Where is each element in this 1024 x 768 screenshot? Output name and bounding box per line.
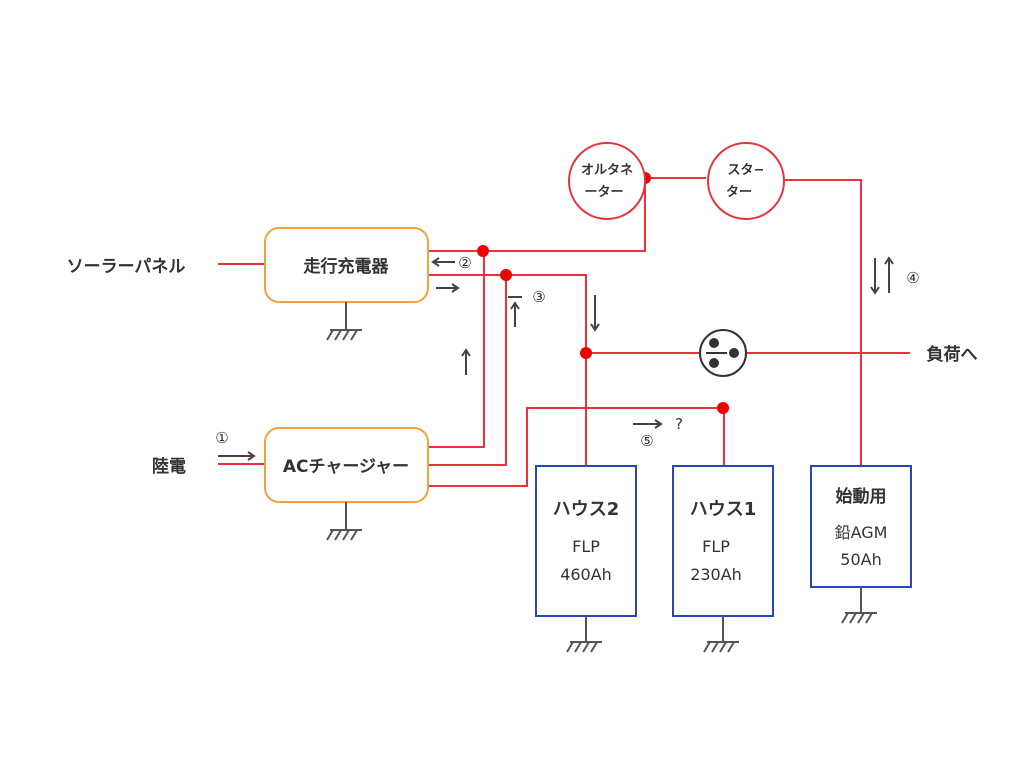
battery-start-box [810,465,912,588]
marker-3: ③ [532,288,545,306]
shore-power-label: 陸電 [152,456,186,477]
battery-start-capacity: 50Ah [840,550,881,569]
wire-ac-to-house1 [428,407,725,487]
junction-node [717,402,729,414]
marker-5: ⑤ [640,432,653,450]
wire-drive-charger-lower [428,274,587,466]
starter-label-line1: スタ− [728,163,765,178]
marker-2: ② [458,254,471,272]
ac-charger-label: ACチャージャー [283,457,409,477]
arrow-right-icon [633,419,663,429]
ac-charger: ACチャージャー [264,427,429,503]
marker-1: ① [215,429,228,447]
junctions [477,172,729,414]
wires [218,177,910,487]
battery-house2: ハウス2 FLP 460Ah [535,465,637,617]
starter-label-line2: ター [726,185,752,200]
switch-terminal-dot [729,348,739,358]
arrow-up-icon [508,296,522,327]
battery-house2-title: ハウス2 [553,499,620,520]
arrow-right-icon [436,283,460,293]
arrow-up-icon [884,256,894,293]
junction-node [477,245,489,257]
battery-start-type: 鉛AGM [835,523,888,542]
starter: スタ− ター [707,142,785,220]
junction-node [580,347,592,359]
battery-house1-capacity: 230Ah [690,565,742,584]
arrow-left-icon [431,257,455,267]
battery-house1: ハウス1 FLP 230Ah [672,465,774,617]
wire-ac-to-lower-bus [428,275,507,466]
battery-house1-type: FLP [702,537,730,556]
question-mark: ? [675,415,683,433]
junction-node [500,269,512,281]
drive-charger: 走行充電器 [264,227,429,303]
switch-terminal-dot [709,358,719,368]
alternator-label-line2: ーター [584,185,623,200]
ground-icon [703,616,739,653]
battery-house2-type: FLP [572,537,600,556]
battery-start: 始動用 鉛AGM 50Ah [810,465,912,588]
ground-icon [841,587,877,624]
starter-circle [707,142,785,220]
drive-charger-label: 走行充電器 [304,256,390,277]
alternator: オルタネ ーター [568,142,646,220]
arrow-down-icon [870,258,880,295]
battery-switch [699,329,747,377]
endpoint-labels: ソーラーパネル 陸電 負荷へ [67,257,978,477]
arrow-right-icon [218,451,256,461]
ground-icon [326,502,362,541]
load-label: 負荷へ [927,344,978,365]
wire-starter-battery [785,179,862,466]
ground-icon [566,616,602,653]
wire-drive-charger-upper [428,178,646,252]
markers: ① ② ③ ④ ⑤ ? [215,254,919,450]
arrow-down-icon [590,295,600,332]
ground-icon [326,302,362,341]
arrow-up-icon [461,348,471,375]
alternator-circle [568,142,646,220]
battery-house1-title: ハウス1 [690,499,757,520]
flow-arrows [218,256,894,461]
switch-terminal-dot [709,338,719,348]
solar-panel-label: ソーラーパネル [67,257,186,277]
ground-symbols [326,302,877,653]
wire-ac-to-upper-bus [428,251,485,448]
marker-4: ④ [906,269,919,287]
battery-house2-capacity: 460Ah [560,565,612,584]
battery-start-title: 始動用 [836,486,887,507]
alternator-label-line1: オルタネ [581,163,633,178]
